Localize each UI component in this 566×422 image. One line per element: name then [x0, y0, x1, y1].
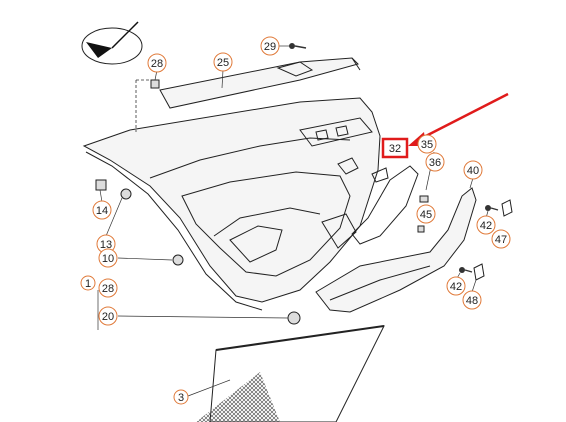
callout-label: 20: [102, 311, 114, 323]
callout-28a[interactable]: 28: [147, 53, 167, 73]
callout-35[interactable]: 35: [417, 134, 437, 154]
callout-20[interactable]: 20: [98, 306, 118, 326]
callout-label: 45: [420, 209, 432, 221]
screw-29: [289, 43, 307, 49]
callout-3[interactable]: 3: [173, 389, 189, 405]
callout-47[interactable]: 47: [491, 229, 511, 249]
callout-label: 36: [429, 157, 441, 169]
callout-label: 14: [96, 205, 108, 217]
callout-label: 48: [466, 295, 478, 307]
callout-label: 29: [264, 41, 276, 53]
callout-label: 1: [85, 278, 91, 290]
callout-label: 10: [102, 253, 114, 265]
callout-42b[interactable]: 42: [446, 276, 466, 296]
screw-42-upper: [485, 205, 499, 211]
callout-label: 25: [217, 57, 229, 69]
callout-label: 32: [389, 143, 401, 155]
callout-label: 3: [178, 392, 184, 404]
callout-label: 42: [450, 281, 462, 293]
clip-10: [172, 254, 184, 266]
callout-14[interactable]: 14: [92, 200, 112, 220]
callout-40[interactable]: 40: [463, 160, 483, 180]
callout-label: 13: [100, 239, 112, 251]
fastener-13: [120, 188, 132, 200]
clip-48: [473, 263, 485, 281]
callout-28b[interactable]: 28: [98, 278, 118, 298]
callout-48[interactable]: 48: [462, 290, 482, 310]
armrest-trim: [315, 187, 477, 313]
callout-42a[interactable]: 42: [476, 215, 496, 235]
armrest-bracket: [351, 165, 419, 245]
callout-32[interactable]: 32: [381, 137, 409, 159]
clip-47: [501, 199, 513, 217]
door-pocket: [181, 171, 351, 277]
callout-10[interactable]: 10: [98, 248, 118, 268]
checkmark-logo-icon: [81, 21, 143, 65]
callout-25[interactable]: 25: [213, 52, 233, 72]
callout-13[interactable]: 13: [96, 234, 116, 254]
clip-45: [419, 195, 429, 203]
callout-45[interactable]: 45: [416, 204, 436, 224]
callout-1[interactable]: 1: [80, 275, 96, 291]
callout-label: 42: [480, 220, 492, 232]
callout-36[interactable]: 36: [425, 152, 445, 172]
clip-28-upper: [150, 79, 160, 89]
callout-label: 47: [495, 234, 507, 246]
callout-29[interactable]: 29: [260, 36, 280, 56]
clip-14: [95, 179, 107, 191]
callout-label: 28: [102, 283, 114, 295]
callout-label: 28: [151, 58, 163, 70]
screw-42-lower: [459, 267, 473, 273]
callout-label: 35: [421, 139, 433, 151]
door-trim-panel: [82, 97, 381, 303]
callout-label: 40: [467, 165, 479, 177]
clip-20: [287, 311, 301, 325]
